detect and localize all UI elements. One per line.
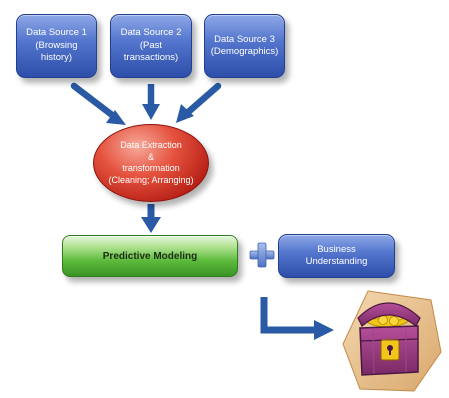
data-source-3-line-1: Data Source 3 [214,33,275,45]
plus-icon [249,242,275,268]
extraction-line-3: transformation [122,163,180,173]
arrow-source3-to-extraction [176,82,222,123]
elbow-arrow-icon [260,297,334,340]
data-source-2-box: Data Source 2 (Past transactions) [110,14,192,78]
data-source-1-line-2: (Browsing [35,39,78,51]
extraction-line-1: Data Extraction [120,140,182,150]
treasure-chest-icon [342,290,442,392]
data-source-1-box: Data Source 1 (Browsing history) [16,14,97,78]
data-source-1-line-1: Data Source 1 [26,27,87,39]
data-source-2-line-1: Data Source 2 [120,27,182,39]
extraction-line-4: (Cleaning; Arranging) [108,174,194,185]
business-understanding-box: Business Understanding [278,234,395,278]
data-source-2-line-3: transactions) [123,52,179,64]
extraction-line-2: & [147,151,154,162]
arrow-extraction-to-modeling [141,204,161,233]
business-line-2: Understanding [305,256,368,267]
data-source-1-line-3: history) [40,52,73,64]
data-extraction-ellipse: Data Extraction & transformation (Cleani… [93,124,209,202]
arrow-source1-to-extraction [70,82,126,125]
arrow-source2-to-extraction [142,84,160,120]
data-source-2-line-2: (Past [139,39,163,51]
data-source-3-line-2: (Demographics) [210,46,279,57]
data-source-3-box: Data Source 3 (Demographics) [204,14,285,78]
predictive-modeling-label: Predictive Modeling [102,250,198,262]
business-line-1: Business [317,243,356,255]
predictive-modeling-box: Predictive Modeling [62,235,238,277]
